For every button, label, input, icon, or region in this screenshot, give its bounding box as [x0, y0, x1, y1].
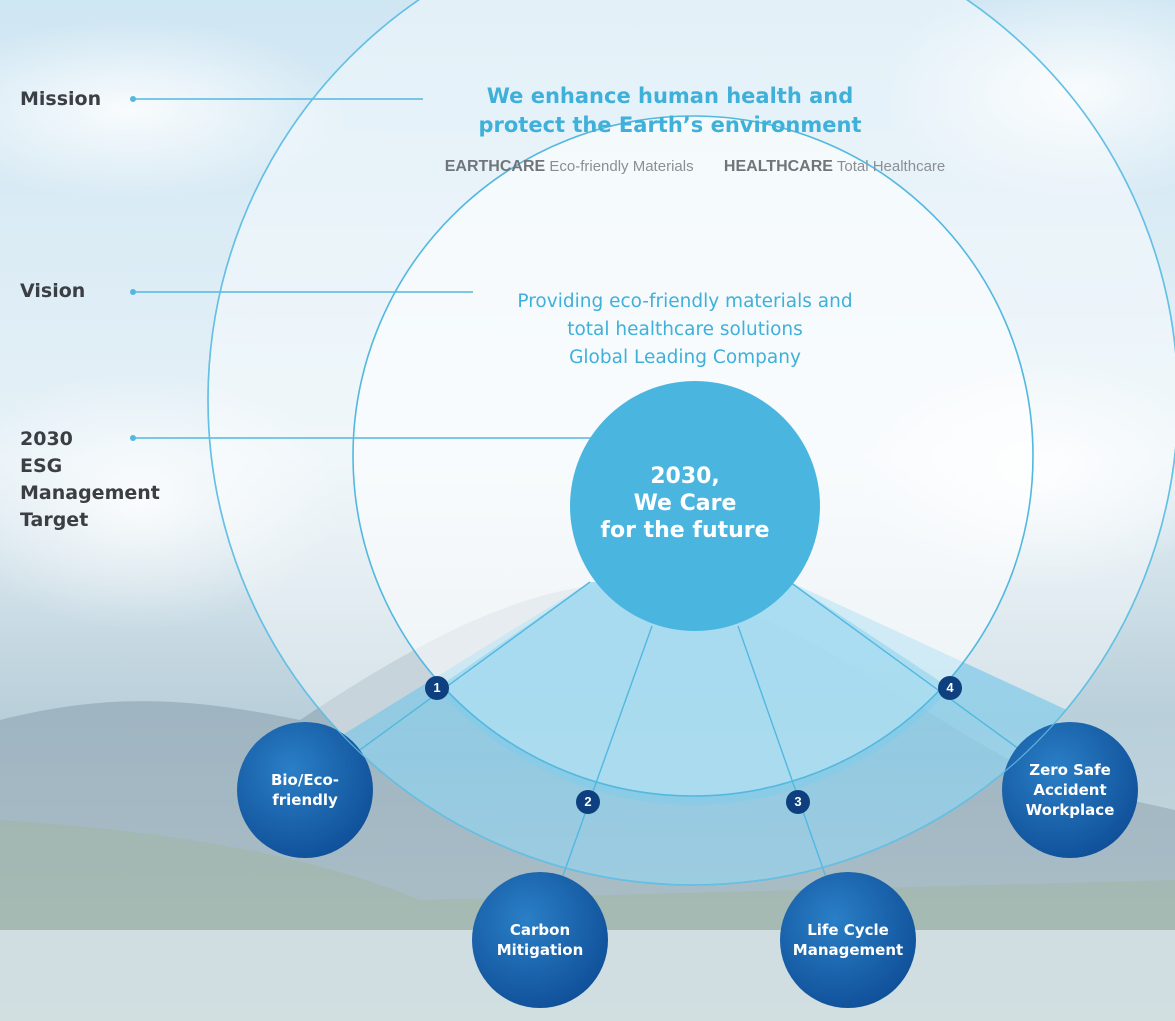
target-circle: [570, 381, 820, 631]
cloud: [0, 20, 350, 200]
pillar-label-1: Bio/Eco- friendly: [270, 771, 340, 809]
target-leader-dot: [130, 435, 136, 441]
vision-leader-dot: [130, 289, 136, 295]
vision-wedge-overlay: [437, 582, 950, 805]
earthcare-desc: Eco-friendly Materials: [549, 158, 694, 175]
pillar-circle-4: [1002, 722, 1138, 858]
pillar-label-3: Life Cycle Management: [792, 921, 904, 959]
vision-label: Vision: [20, 280, 86, 302]
earthcare-name: EARTHCARE: [444, 158, 546, 175]
target-statement: 2030, We Care for the future: [600, 464, 770, 543]
mission-circle-outline-overlay: [207, 0, 1175, 886]
badge-number-1: 1: [433, 680, 441, 695]
cloud: [880, 0, 1175, 200]
pillar-label-2: Carbon Mitigation: [496, 921, 584, 959]
vision-circle-outline: [352, 115, 1034, 797]
badge-number-2: 2: [584, 794, 592, 809]
mission-label: Mission: [20, 88, 102, 110]
pillar-circle-2: [472, 872, 608, 1008]
pillar-circle-3: [780, 872, 916, 1008]
mission-leader-dot: [130, 96, 136, 102]
pillar-circle-1: [237, 722, 373, 858]
badge-3: [786, 790, 810, 814]
healthcare-desc: Total Healthcare: [836, 158, 946, 175]
badge-1: [425, 676, 449, 700]
badge-2: [576, 790, 600, 814]
badge-4: [938, 676, 962, 700]
brand-line: EARTHCARE Eco-friendly Materials HEALTHC…: [385, 158, 1005, 176]
badge-number-4: 4: [946, 680, 954, 695]
pillar-label-4: Zero Safe Accident Workplace: [1025, 761, 1115, 819]
vision-statement: Providing eco-friendly materials and tot…: [517, 291, 853, 368]
badge-number-3: 3: [794, 794, 802, 809]
mission-statement: We enhance human health and protect the …: [478, 84, 862, 137]
cloud: [0, 370, 340, 630]
target-label: 2030 ESG Management Target: [20, 428, 160, 531]
healthcare-name: HEALTHCARE: [723, 158, 833, 175]
